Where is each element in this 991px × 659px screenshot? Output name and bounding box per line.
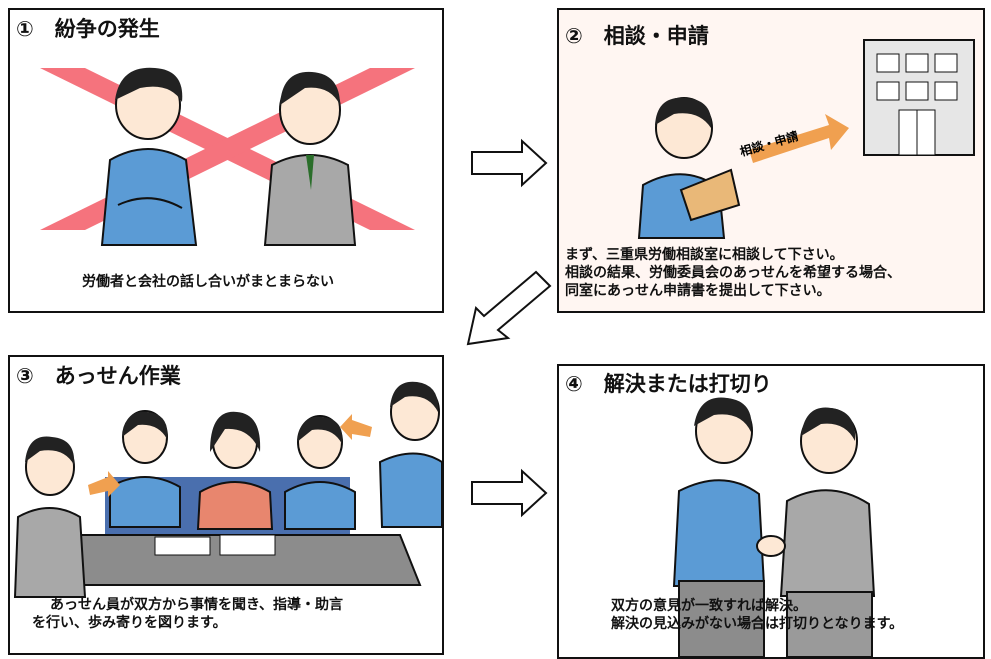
- panel-caption: 労働者と会社の話し合いがまとまらない: [82, 274, 334, 290]
- panel-caption-line-2: を行い、歩み寄りを図ります。: [32, 615, 227, 631]
- worker-figure: [637, 97, 741, 239]
- mediation-illustration: [13, 381, 442, 598]
- worker-figure: [100, 67, 198, 246]
- cross-mark-icon: [40, 68, 415, 230]
- worker-figure: [672, 397, 766, 657]
- panel-title: ② 相談・申請: [565, 24, 709, 48]
- panel-caption-line-3: 同室にあっせん申請書を提出して下さい。: [565, 283, 831, 299]
- dispute-illustration: [40, 67, 415, 246]
- handshake-illustration: [672, 397, 876, 657]
- panel-title: ① 紛争の発生: [16, 17, 160, 41]
- documents-icon: [154, 534, 276, 556]
- handshake-icon: [756, 535, 786, 557]
- panel-caption-line-2: 相談の結果、労働委員会のあっせんを希望する場合、: [565, 265, 901, 281]
- panel-caption-line-1: あっせん員が双方から事情を聞き、指導・助言: [50, 597, 344, 613]
- panel-resolution: ④ 解決または打切り 双方の意見が一致すれば解決。 解決の見込みがない場合は打切…: [557, 364, 985, 659]
- manager-figure: [263, 71, 357, 246]
- orange-arrow-icon: [749, 114, 849, 163]
- flow-arrow-right-icon: [471, 138, 548, 188]
- mediator-figures: [109, 410, 356, 530]
- party-figures: [13, 381, 442, 598]
- flow-arrow-right-icon: [471, 468, 548, 518]
- manager-figure: [779, 407, 876, 657]
- panel-caption-line-1: 双方の意見が一致すれば解決。: [611, 598, 807, 614]
- flow-arrow-down-left-icon: [466, 270, 552, 346]
- consultation-illustration: [637, 39, 975, 239]
- building-icon: [863, 39, 975, 156]
- panel-title: ④ 解決または打切り: [565, 372, 772, 396]
- panel-title: ③ あっせん作業: [16, 364, 181, 388]
- panel-mediation: ③ あっせん作業 あっせん員が双方から事情を聞き、指導・助言 を行い、歩み寄りを…: [8, 355, 444, 655]
- panel-consultation: ② 相談・申請 相談・申請 まず、三重県労働相談室に相談して下さい。 相談の結果…: [557, 8, 985, 313]
- panel-dispute: ① 紛争の発生 労働者と会社の話し合いがまとまらない: [8, 8, 444, 313]
- panel-caption-line-1: まず、三重県労働相談室に相談して下さい。: [565, 247, 844, 263]
- panel-caption-line-2: 解決の見込みがない場合は打切りとなります。: [611, 616, 904, 632]
